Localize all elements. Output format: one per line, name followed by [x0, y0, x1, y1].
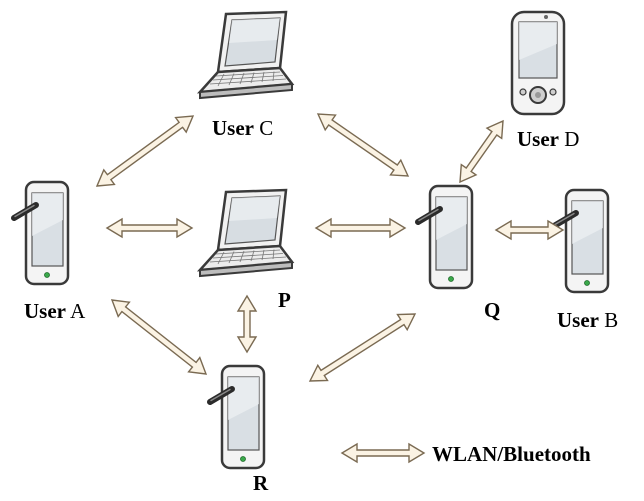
- arrow-user-a-to-r: [110, 299, 208, 375]
- label-p: P: [278, 290, 291, 311]
- link-arrows: [95, 113, 565, 464]
- arrow-r-to-q: [308, 313, 417, 382]
- arrow-user-c-to-q: [316, 113, 410, 177]
- arrow-q-to-user-d: [459, 119, 504, 184]
- label-q: Q: [484, 300, 500, 321]
- label-user-b-word: User: [557, 308, 599, 332]
- label-r: R: [253, 473, 268, 494]
- label-user-c-id: C: [259, 116, 274, 140]
- label-user-d-id: D: [564, 127, 580, 151]
- label-user-b: User B: [557, 310, 618, 331]
- tablet-icon-user-b: [554, 190, 608, 292]
- arrow-user-a-to-user-c: [95, 115, 195, 187]
- label-r-id: R: [253, 471, 269, 495]
- pda-icon-user-d: [510, 10, 566, 116]
- arrow-p-to-r: [236, 294, 258, 354]
- arrow-user-a-to-p: [105, 217, 194, 239]
- label-q-id: Q: [484, 298, 501, 322]
- label-user-a-id: A: [70, 299, 86, 323]
- label-user-b-id: B: [604, 308, 619, 332]
- legend-label: WLAN/Bluetooth: [432, 444, 591, 465]
- legend-text: WLAN/Bluetooth: [432, 442, 591, 466]
- label-p-id: P: [278, 288, 291, 312]
- label-user-a-word: User: [24, 299, 66, 323]
- label-user-c: User C: [212, 118, 273, 139]
- label-user-d-word: User: [517, 127, 559, 151]
- arrow-p-to-q: [314, 217, 407, 239]
- tablet-icon-r: [210, 366, 264, 468]
- legend-arrow: [340, 442, 426, 464]
- tablet-icon-user-a: [14, 182, 68, 284]
- label-user-d: User D: [517, 129, 579, 150]
- label-user-a: User A: [24, 301, 85, 322]
- laptop-icon-p: [198, 188, 294, 278]
- laptop-icon-user-c: [198, 10, 294, 100]
- tablet-icon-q: [418, 186, 472, 288]
- arrow-q-to-user-b: [494, 219, 565, 241]
- label-user-c-word: User: [212, 116, 254, 140]
